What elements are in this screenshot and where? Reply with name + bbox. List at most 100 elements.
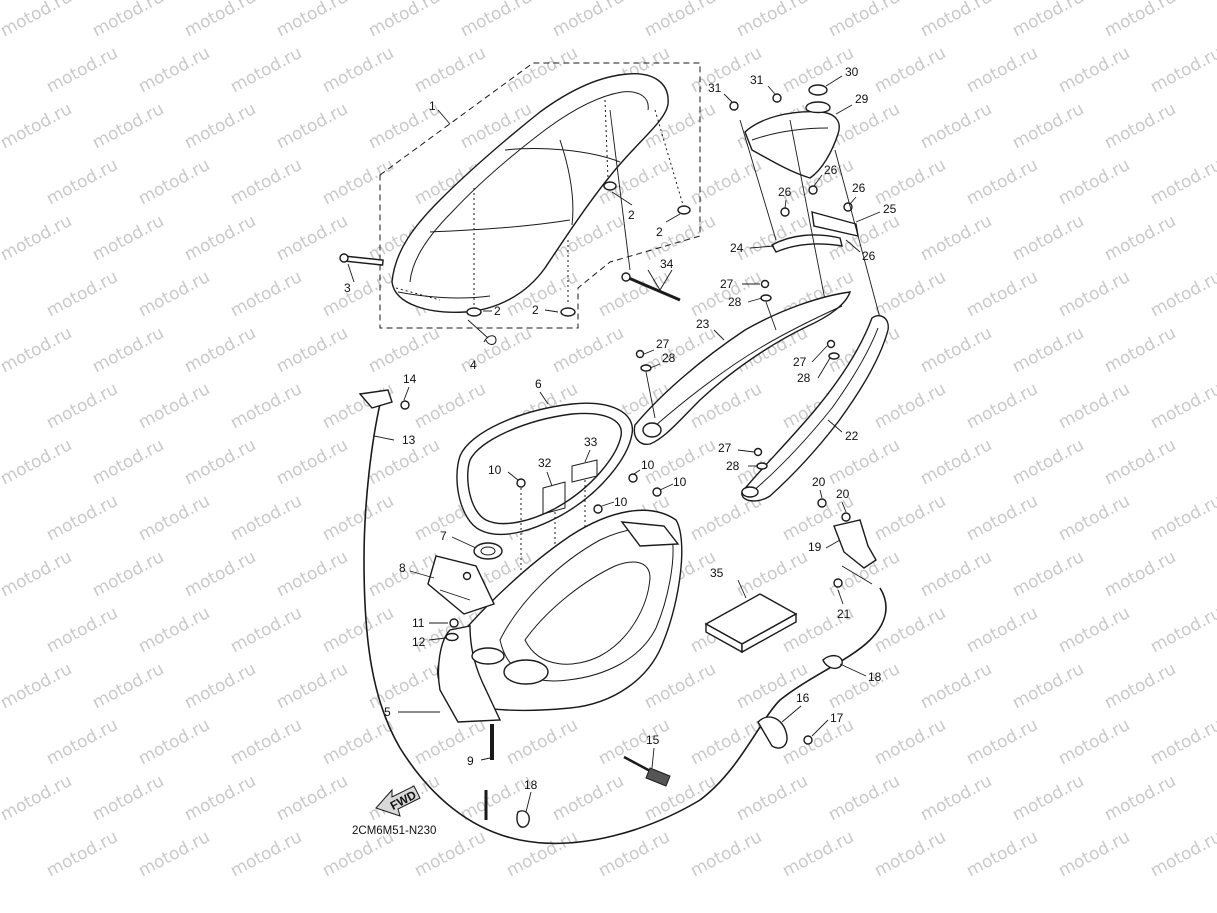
leader-line <box>544 309 559 313</box>
watermark-text: motod.ru <box>135 715 213 769</box>
label-part <box>571 459 598 483</box>
watermark-text: motod.ru <box>1101 435 1179 489</box>
watermark-text: motod.ru <box>1055 603 1133 657</box>
cap-part <box>805 101 831 114</box>
screw-part <box>772 93 782 103</box>
watermark-text: motod.ru <box>1101 659 1179 713</box>
callout-34: 34 <box>660 257 674 271</box>
watermark-text: motod.ru <box>181 659 259 713</box>
side-cover-right-edge <box>751 327 879 493</box>
watermark-text: motod.ru <box>365 0 443 41</box>
leader-line <box>811 345 828 363</box>
leader-line <box>845 239 861 253</box>
leader-line <box>737 579 747 599</box>
cap-washer-part <box>808 84 828 96</box>
cover-part <box>427 555 495 615</box>
leader-line <box>609 109 631 271</box>
watermark-text: motod.ru <box>135 43 213 97</box>
screw-part <box>729 101 739 111</box>
seat-stitch-inner <box>429 139 621 233</box>
watermark-text: motod.ru <box>365 323 443 377</box>
grommet-part <box>677 205 691 215</box>
owners-manual-edge <box>741 612 797 654</box>
watermark-text: motod.ru <box>733 0 811 41</box>
washer-part <box>756 462 768 470</box>
leader-line <box>403 386 410 401</box>
seat-lock-rod-end <box>621 272 631 282</box>
watermark-text: motod.ru <box>273 659 351 713</box>
bolt-part <box>400 400 410 410</box>
watermark-text: motod.ru <box>1147 267 1217 321</box>
seat-mount-line-3 <box>604 99 609 181</box>
watermark-text: motod.ru <box>273 771 351 825</box>
watermark-text: motod.ru <box>549 771 627 825</box>
watermark-text: motod.ru <box>181 323 259 377</box>
storage-box-floor <box>524 561 651 665</box>
bolt-part <box>841 512 851 522</box>
watermark-text: motod.ru <box>1101 547 1179 601</box>
watermark-text: motod.ru <box>1055 379 1133 433</box>
watermark-text: motod.ru <box>779 715 857 769</box>
watermark-text: motod.ru <box>687 267 765 321</box>
watermark-text: motod.ru <box>43 603 121 657</box>
watermark-text: motod.ru <box>181 99 259 153</box>
callout-25: 25 <box>883 202 897 216</box>
callout-17: 17 <box>830 711 844 725</box>
watermark-text: motod.ru <box>595 827 673 881</box>
watermark-text: motod.ru <box>1101 99 1179 153</box>
leader-line <box>739 119 777 241</box>
watermark-text: motod.ru <box>89 0 167 41</box>
leader-line <box>647 269 661 291</box>
watermark-text: motod.ru <box>917 99 995 153</box>
callout-2: 2 <box>628 208 635 222</box>
callout-8: 8 <box>399 561 406 575</box>
screw-part <box>803 735 813 745</box>
bolt-part <box>652 487 662 497</box>
bolt-part <box>817 498 827 508</box>
callout-26: 26 <box>778 185 792 199</box>
watermark-text: motod.ru <box>1009 771 1087 825</box>
leader-line <box>611 191 633 206</box>
seat-seal-inner <box>467 412 622 525</box>
washer-part <box>828 352 840 360</box>
watermark-text: motod.ru <box>825 0 903 41</box>
leader-line <box>409 570 435 579</box>
leader-line <box>507 471 519 481</box>
washer-part <box>760 294 772 302</box>
watermark-text: motod.ru <box>1009 323 1087 377</box>
watermark-text: motod.ru <box>89 435 167 489</box>
watermark-text: motod.ru <box>917 659 995 713</box>
watermark-text: motod.ru <box>1147 603 1217 657</box>
screw-part <box>760 279 770 289</box>
leader-lines <box>347 75 881 813</box>
watermark-text: motod.ru <box>319 155 397 209</box>
callout-7: 7 <box>440 529 447 543</box>
nut-part <box>449 618 459 628</box>
watermark-text: motod.ru <box>0 547 75 601</box>
watermark-text: motod.ru <box>227 715 305 769</box>
watermark-text: motod.ru <box>89 547 167 601</box>
callouts: 1 2 2 2 2 3 4 5 6 7 8 9 10 10 10 10 11 1… <box>344 65 897 837</box>
watermark-text: motod.ru <box>1009 435 1087 489</box>
leader-line <box>817 357 831 379</box>
callout-4: 4 <box>470 358 477 372</box>
leader-line <box>789 119 826 301</box>
watermark-text: motod.ru <box>641 211 719 265</box>
callout-29: 29 <box>855 92 869 106</box>
watermark-text: motod.ru <box>1101 211 1179 265</box>
leader-line <box>439 589 471 601</box>
watermark-text: motod.ru <box>0 211 75 265</box>
callout-20: 20 <box>812 475 826 489</box>
watermark-text: motod.ru <box>43 827 121 881</box>
side-cover-left-boss <box>642 422 662 438</box>
watermark-text: motod.ru <box>825 771 903 825</box>
watermark-text: motod.ru <box>963 379 1041 433</box>
leader-line <box>347 263 355 283</box>
watermark-text: motod.ru <box>135 827 213 881</box>
watermark-text: motod.ru <box>1147 155 1217 209</box>
watermark-text: motod.ru <box>1055 827 1133 881</box>
watermark-text: motod.ru <box>227 267 305 321</box>
leader-line <box>781 705 802 723</box>
leader-line <box>784 199 787 209</box>
